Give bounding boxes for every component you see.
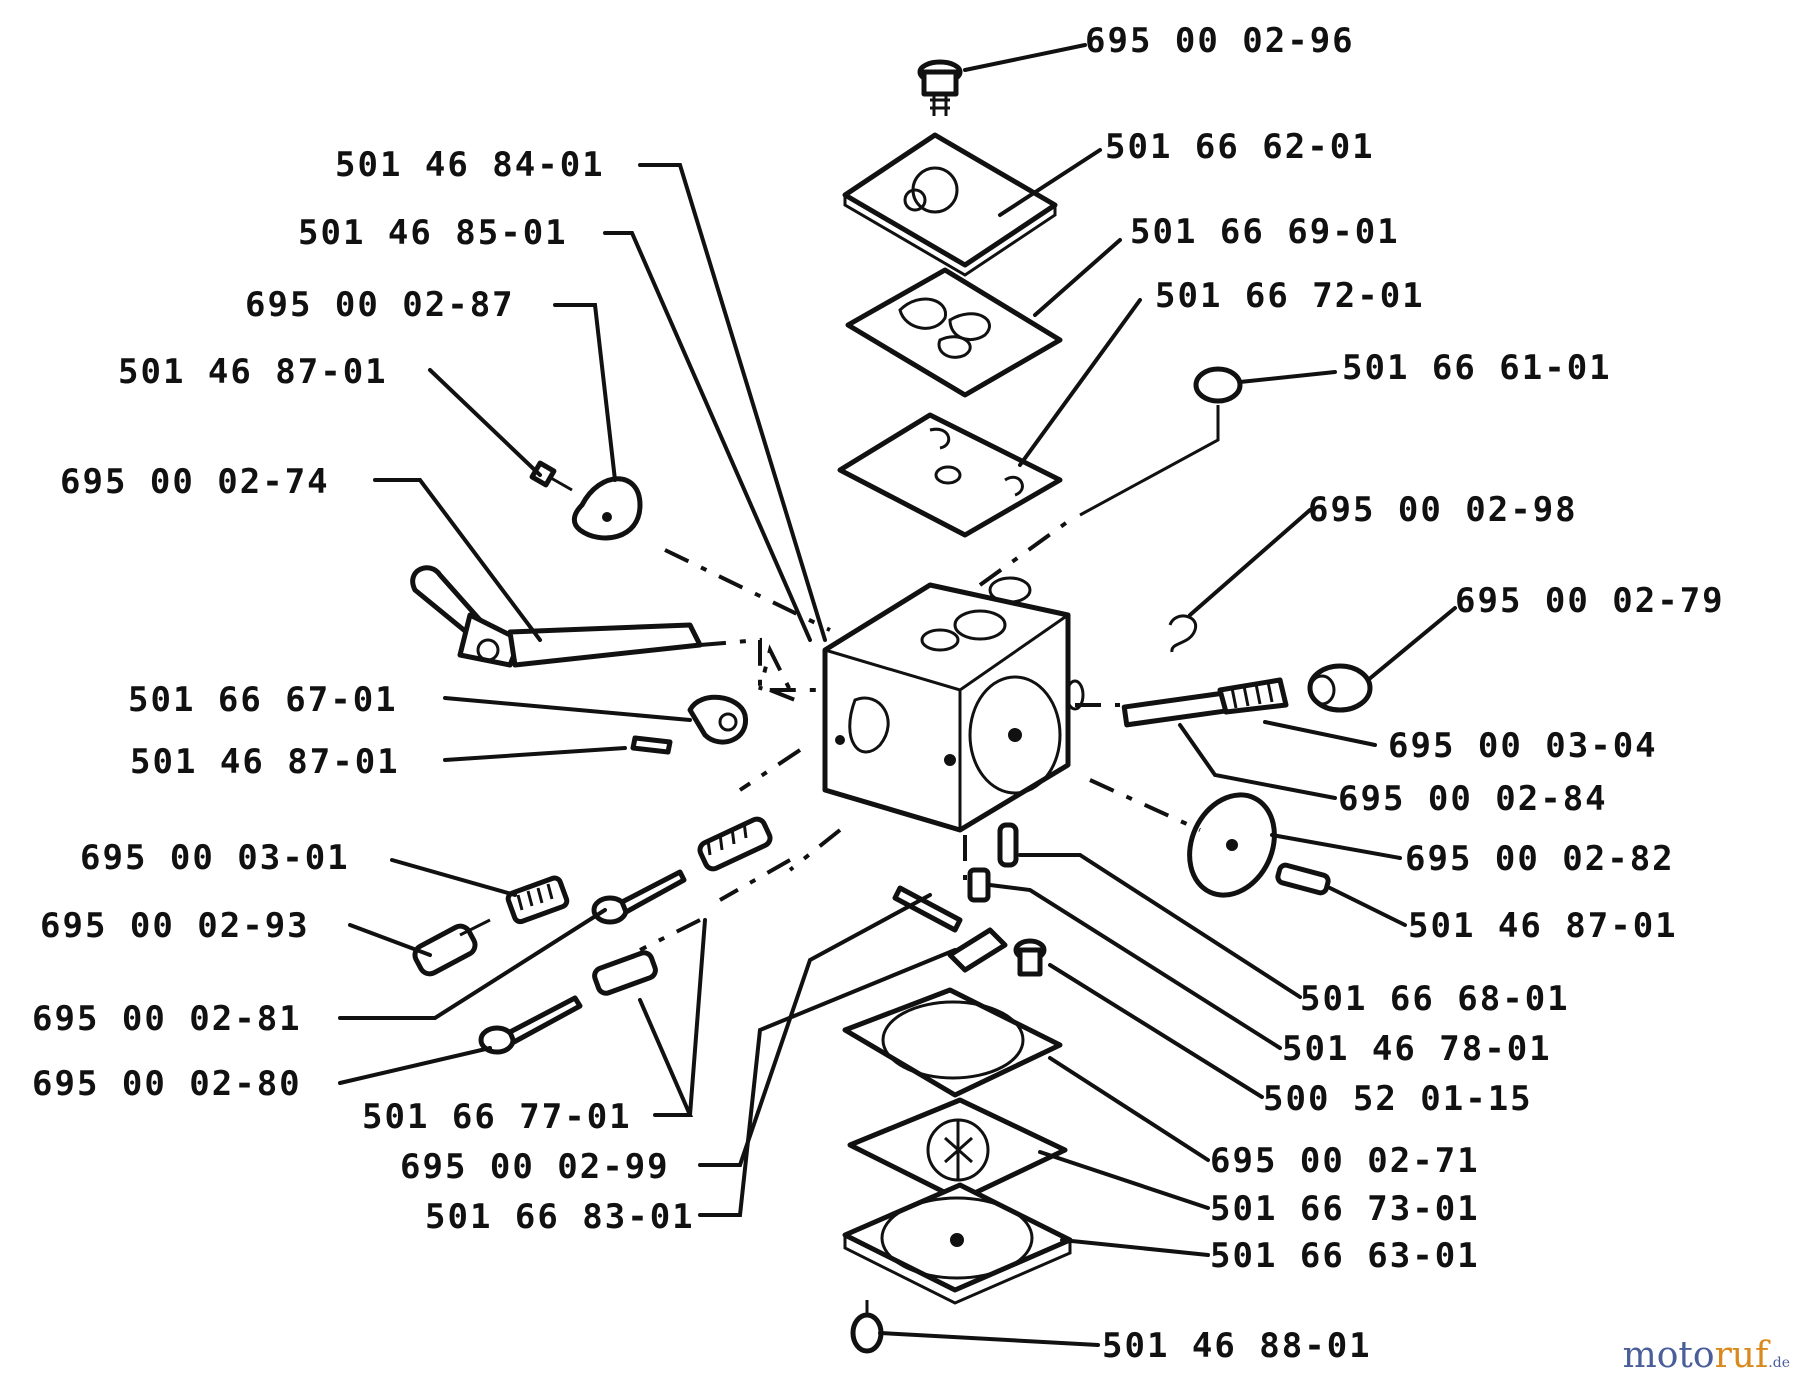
part-label-2: 501 66 62-01 xyxy=(1105,127,1375,167)
part-label-24: 695 00 02-80 xyxy=(32,1064,302,1104)
part-drawings xyxy=(410,59,1373,1354)
top-screw-part xyxy=(917,59,963,116)
part-label-8: 501 46 87-01 xyxy=(118,352,388,392)
part-label-6: 695 00 02-87 xyxy=(245,285,515,325)
part-label-15: 501 46 87-01 xyxy=(130,742,400,782)
pump-diaphragm-part xyxy=(845,267,1063,398)
part-label-21: 501 66 68-01 xyxy=(1300,979,1570,1019)
needle-high-part xyxy=(591,869,687,925)
part-label-1: 695 00 02-96 xyxy=(1085,21,1355,61)
metering-cover-part xyxy=(842,1182,1073,1305)
lever-pin-part xyxy=(967,867,991,903)
cover-screw-part xyxy=(850,1300,884,1354)
needle-low-part xyxy=(478,995,583,1055)
part-label-11: 695 00 02-98 xyxy=(1308,490,1578,530)
metering-gasket-part xyxy=(842,987,1063,1098)
part-label-28: 695 00 02-99 xyxy=(400,1147,670,1187)
part-label-22: 695 00 02-81 xyxy=(32,999,302,1039)
needle-lever-part xyxy=(892,885,963,933)
part-label-5: 501 66 69-01 xyxy=(1130,212,1400,252)
part-label-31: 501 66 63-01 xyxy=(1210,1236,1480,1276)
inlet-needle-part xyxy=(997,822,1019,868)
idle-screw-part xyxy=(1121,677,1289,728)
part-label-18: 695 00 02-82 xyxy=(1405,839,1675,879)
idle-spring-part xyxy=(1307,663,1373,713)
small-screw-left-part xyxy=(630,735,673,755)
inlet-lever-part xyxy=(947,927,1008,973)
part-label-9: 501 66 61-01 xyxy=(1342,348,1612,388)
part-label-26: 501 66 77-01 xyxy=(362,1097,632,1137)
part-label-13: 501 66 67-01 xyxy=(128,680,398,720)
part-label-25: 500 52 01-15 xyxy=(1263,1079,1533,1119)
part-number-labels: 695 00 02-96 501 66 62-01 501 46 84-01 5… xyxy=(32,21,1725,1366)
leader-lines xyxy=(338,43,1457,1347)
part-label-27: 695 00 02-71 xyxy=(1210,1141,1480,1181)
part-label-10: 695 00 02-74 xyxy=(60,462,330,502)
throttle-lever-part xyxy=(687,694,748,745)
needle-spring-low-part xyxy=(592,950,658,996)
part-label-29: 501 66 73-01 xyxy=(1210,1189,1480,1229)
part-label-4: 501 46 85-01 xyxy=(298,213,568,253)
disc-screw-part xyxy=(1275,862,1331,896)
watermark-main-text: moto xyxy=(1622,1335,1715,1376)
adjust-spring-part xyxy=(505,875,570,925)
part-label-14: 695 00 03-04 xyxy=(1388,726,1658,766)
pump-gasket-part xyxy=(837,412,1063,538)
part-label-30: 501 66 83-01 xyxy=(425,1197,695,1237)
carburetor-body-part xyxy=(822,576,1085,833)
part-label-7: 501 66 72-01 xyxy=(1155,276,1425,316)
needle-spring-high-part xyxy=(697,816,773,872)
shutter-plate-part xyxy=(571,476,643,541)
adjust-screw-part xyxy=(412,918,491,977)
metering-diaphragm-part xyxy=(847,1097,1068,1203)
part-label-17: 695 00 03-01 xyxy=(80,838,350,878)
part-label-12: 695 00 02-79 xyxy=(1455,581,1725,621)
check-disc-part xyxy=(1187,792,1277,898)
watermark-accent-text: ruf xyxy=(1714,1335,1769,1376)
part-label-16: 695 00 02-84 xyxy=(1338,779,1608,819)
part-label-23: 501 46 78-01 xyxy=(1282,1029,1552,1069)
part-label-19: 695 00 02-93 xyxy=(40,906,310,946)
inlet-clip-part xyxy=(1168,614,1198,653)
part-label-32: 501 46 88-01 xyxy=(1102,1326,1372,1366)
lever-screw-part xyxy=(1013,938,1047,977)
plug-part xyxy=(1079,366,1243,517)
part-label-20: 501 46 87-01 xyxy=(1408,906,1678,946)
watermark-tld-text: .de xyxy=(1768,1355,1790,1371)
screw-upper-left-part xyxy=(529,460,573,492)
throttle-shaft-part xyxy=(410,565,703,668)
part-label-3: 501 46 84-01 xyxy=(335,145,605,185)
motoruf-watermark-logo: motoruf.de xyxy=(1623,1335,1790,1376)
pump-cover-part xyxy=(842,132,1058,277)
